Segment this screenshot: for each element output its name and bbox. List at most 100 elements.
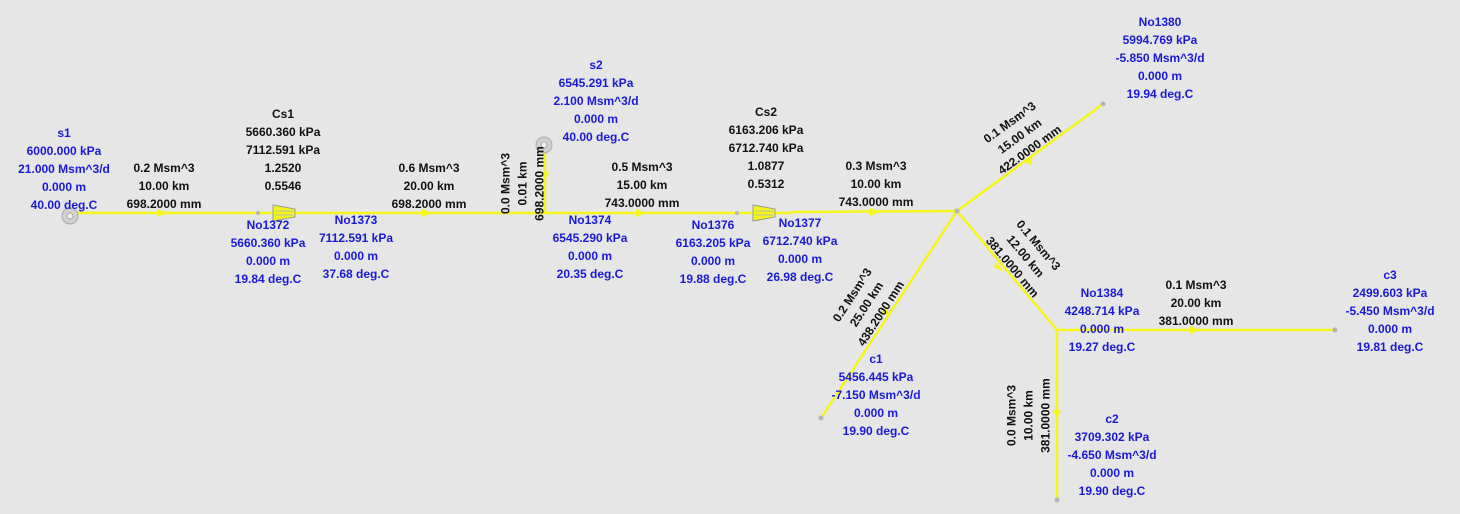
pipe-label-p1: 0.2 Msm^3 10.00 km 698.2000 mm: [127, 159, 202, 213]
inlet-pressure: 5660.360 kPa: [245, 125, 321, 139]
flow-value: 2.100 Msm^3/d: [553, 94, 639, 108]
compressor-label-cs2[interactable]: Cs2 6163.206 kPa 6712.740 kPa 1.0877 0.5…: [729, 103, 804, 193]
flow-value: -5.850 Msm^3/d: [1115, 51, 1205, 65]
temperature-value: 19.88 deg.C: [679, 272, 747, 286]
elevation-value: 0.000 m: [1367, 322, 1413, 336]
outlet-pressure: 7112.591 kPa: [245, 143, 321, 157]
node-dot[interactable]: [818, 415, 824, 421]
pipe-junction-no1384[interactable]: [956, 210, 1058, 331]
flow-arrow-icon: [157, 209, 167, 217]
compressor-symbols[interactable]: [272, 204, 776, 222]
flow-arrow-icon: [994, 262, 1004, 272]
source-icon[interactable]: [61, 207, 79, 225]
temperature-value: 40.00 deg.C: [30, 198, 98, 212]
pipe-value: 381.0000 mm: [1158, 314, 1234, 328]
pressure-ratio: 1.0877: [747, 159, 785, 173]
elevation-value: 0.000 m: [690, 254, 736, 268]
pressure-value: 7112.591 kPa: [318, 231, 394, 245]
pipe-value: 0.0 Msm^3: [1004, 384, 1019, 447]
pressure-value: 4248.714 kPa: [1064, 304, 1140, 318]
sink-label-c2[interactable]: c2 3709.302 kPa -4.650 Msm^3/d 0.000 m 1…: [1067, 410, 1156, 500]
node-label-no1377[interactable]: No1377 6712.740 kPa 0.000 m 26.98 deg.C: [763, 214, 838, 286]
temperature-value: 37.68 deg.C: [322, 267, 390, 281]
pipe-value: 743.0000 mm: [838, 195, 914, 209]
pipe-value: 0.5 Msm^3: [611, 160, 673, 174]
sink-label-no1380[interactable]: No1380 5994.769 kPa -5.850 Msm^3/d 0.000…: [1115, 13, 1204, 103]
sink-label-c3[interactable]: c3 2499.603 kPa -5.450 Msm^3/d 0.000 m 1…: [1345, 266, 1434, 356]
source-icon[interactable]: [535, 136, 553, 154]
elevation-value: 0.000 m: [1089, 466, 1135, 480]
node-name: c2: [1105, 412, 1119, 426]
node-name: No1384: [1080, 286, 1124, 300]
flow-arrow-icon: [541, 172, 549, 182]
temperature-value: 19.27 deg.C: [1068, 340, 1136, 354]
node-name: No1377: [778, 216, 822, 230]
node-label-no1372[interactable]: No1372 5660.360 kPa 0.000 m 19.84 deg.C: [231, 216, 306, 288]
flow-arrow-icon: [1023, 154, 1033, 165]
elevation-value: 0.000 m: [573, 112, 619, 126]
source-label-s1[interactable]: s1 6000.000 kPa 21.000 Msm^3/d 0.000 m 4…: [18, 124, 110, 214]
elevation-value: 0.000 m: [777, 252, 823, 266]
node-label-no1373[interactable]: No1373 7112.591 kPa 0.000 m 37.68 deg.C: [319, 211, 393, 283]
elevation-value: 0.000 m: [41, 180, 87, 194]
node-name: No1380: [1138, 15, 1182, 29]
elevation-value: 0.000 m: [1079, 322, 1125, 336]
node-label-no1384[interactable]: No1384 4248.714 kPa 0.000 m 19.27 deg.C: [1065, 284, 1140, 356]
pipe-value: 0.01 km: [515, 161, 530, 206]
pressure-value: 3709.302 kPa: [1074, 430, 1150, 444]
elevation-value: 0.000 m: [567, 249, 613, 263]
flow-arrow-icon: [1053, 410, 1061, 420]
node-dot[interactable]: [954, 208, 960, 214]
node-label-no1376[interactable]: No1376 6163.205 kPa 0.000 m 19.88 deg.C: [676, 216, 751, 288]
pressure-value: 5456.445 kPa: [838, 370, 914, 384]
temperature-value: 20.35 deg.C: [556, 267, 624, 281]
node-dot[interactable]: [1332, 327, 1338, 333]
compressor-power: 0.5312: [747, 177, 785, 191]
flow-arrow-icon: [870, 208, 880, 216]
pressure-value: 5994.769 kPa: [1122, 33, 1198, 47]
pressure-value: 6163.205 kPa: [675, 236, 751, 250]
flow-arrow-icon: [636, 209, 646, 217]
pressure-value: 6545.291 kPa: [558, 76, 634, 90]
pipe-value: 20.00 km: [1170, 296, 1222, 310]
pipe-value: 381.0000 mm: [1038, 378, 1053, 453]
flow-value: -4.650 Msm^3/d: [1067, 448, 1157, 462]
flow-value: -7.150 Msm^3/d: [831, 388, 921, 402]
flow-arrow-icon: [881, 306, 889, 316]
compressor-icon: [752, 204, 776, 222]
pipe-value: 698.2000 mm: [126, 197, 202, 211]
inlet-pressure: 6163.206 kPa: [728, 123, 804, 137]
sink-label-c1[interactable]: c1 5456.445 kPa -7.150 Msm^3/d 0.000 m 1…: [831, 350, 920, 440]
temperature-value: 19.84 deg.C: [234, 272, 302, 286]
node-dot[interactable]: [1054, 497, 1060, 503]
elevation-value: 0.000 m: [853, 406, 899, 420]
pipe-value: 0.2 Msm^3: [133, 161, 195, 175]
flow-value: 21.000 Msm^3/d: [18, 162, 110, 176]
compressor-label-cs1[interactable]: Cs1 5660.360 kPa 7112.591 kPa 1.2520 0.5…: [246, 105, 321, 195]
node-dot[interactable]: [1100, 101, 1106, 107]
pipe-value: 0.0 Msm^3: [498, 152, 513, 215]
node-name: c1: [869, 352, 883, 366]
pipe-value: 743.0000 mm: [604, 196, 680, 210]
pipe-value: 10.00 km: [138, 179, 190, 193]
node-label-no1374[interactable]: No1374 6545.290 kPa 0.000 m 20.35 deg.C: [553, 211, 628, 283]
temperature-value: 19.90 deg.C: [842, 424, 910, 438]
node-dot[interactable]: [256, 211, 260, 215]
pipe-value: 20.00 km: [403, 179, 455, 193]
pipe-value: 10.00 km: [850, 177, 902, 191]
pipe-value: 0.1 Msm^3: [1165, 278, 1227, 292]
node-dot[interactable]: [735, 211, 739, 215]
node-name: No1374: [568, 213, 612, 227]
elevation-value: 0.000 m: [1137, 69, 1183, 83]
pipe-value: 698.2000 mm: [391, 197, 467, 211]
temperature-value: 26.98 deg.C: [766, 270, 834, 284]
temperature-value: 40.00 deg.C: [562, 130, 630, 144]
pipe-label-p9: 0.0 Msm^3 10.00 km 381.0000 mm: [1004, 361, 1055, 471]
node-name: No1373: [334, 213, 378, 227]
pressure-ratio: 1.2520: [264, 161, 302, 175]
temperature-value: 19.81 deg.C: [1356, 340, 1424, 354]
pipe-junction-c1[interactable]: [819, 210, 959, 419]
compressor-icon: [272, 204, 296, 222]
source-label-s2[interactable]: s2 6545.291 kPa 2.100 Msm^3/d 0.000 m 40…: [553, 56, 638, 146]
